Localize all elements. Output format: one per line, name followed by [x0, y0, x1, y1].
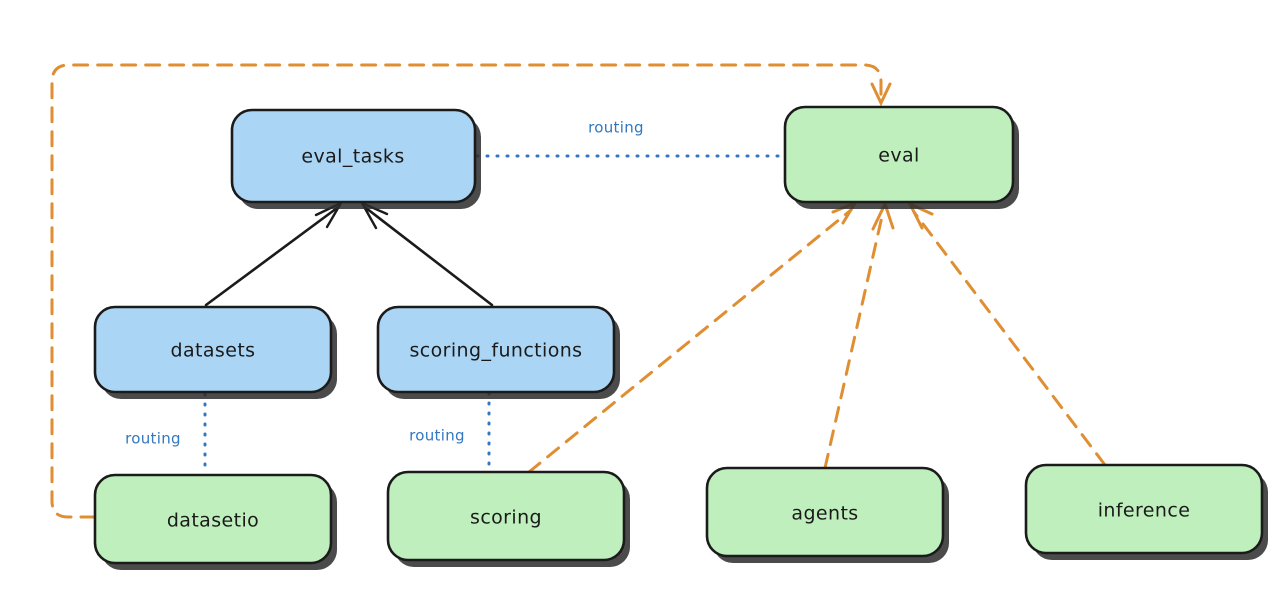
edge-label-routing-datasetio: routing — [125, 430, 181, 448]
node-inference-shape — [1024, 463, 1264, 555]
edge-inference-eval[interactable] — [906, 200, 1107, 467]
edge-agents-eval[interactable] — [823, 200, 895, 470]
node-datasets-shape — [93, 305, 333, 394]
node-datasets-label: datasets — [171, 340, 256, 362]
node-scoring[interactable]: scoring — [386, 470, 630, 567]
edge-datasets-eval-tasks[interactable] — [204, 200, 345, 307]
node-agents[interactable]: agents — [705, 466, 949, 563]
node-scoring-label: scoring — [470, 507, 542, 529]
node-scoring-functions-shape — [376, 305, 616, 394]
node-eval-tasks[interactable]: eval_tasks — [230, 108, 481, 209]
node-agents-label: agents — [791, 503, 858, 525]
node-datasetio-label: datasetio — [167, 510, 259, 532]
node-inference[interactable]: inference — [1024, 463, 1268, 560]
edge-datasets-eval-tasks-path — [204, 206, 339, 307]
node-inference-label: inference — [1098, 500, 1191, 522]
node-eval-tasks-shape — [230, 108, 477, 204]
edge-layer — [50, 63, 1107, 519]
edge-label-routing-scoring: routing — [409, 427, 465, 445]
edge-label-layer: routing routing routing — [125, 119, 644, 448]
edge-scoring-functions-eval-tasks-path — [364, 206, 494, 307]
node-eval-tasks-label: eval_tasks — [301, 146, 404, 168]
node-scoring-functions-label: scoring_functions — [410, 340, 583, 362]
edge-datasetio-eval-path — [50, 63, 883, 519]
edge-scoring-functions-eval-tasks[interactable] — [359, 200, 494, 307]
edge-datasetio-eval-arrowhead — [870, 82, 892, 107]
node-scoring-functions[interactable]: scoring_functions — [376, 305, 620, 399]
node-datasetio[interactable]: datasetio — [93, 473, 337, 570]
node-eval-shape — [783, 105, 1015, 204]
edge-agents-eval-path — [823, 210, 885, 470]
edge-datasetio-eval[interactable] — [50, 63, 892, 519]
node-scoring-shape — [386, 470, 626, 562]
node-layer: eval_tasks eval datasets scoring_functio… — [93, 105, 1268, 570]
edge-scoring-eval-path — [527, 208, 853, 474]
node-eval[interactable]: eval — [783, 105, 1019, 209]
edge-label-routing-eval: routing — [588, 119, 644, 137]
node-datasetio-shape — [93, 473, 333, 565]
edge-inference-eval-path — [912, 210, 1107, 467]
node-eval-label: eval — [878, 145, 919, 167]
node-agents-shape — [705, 466, 945, 558]
node-datasets[interactable]: datasets — [93, 305, 337, 399]
